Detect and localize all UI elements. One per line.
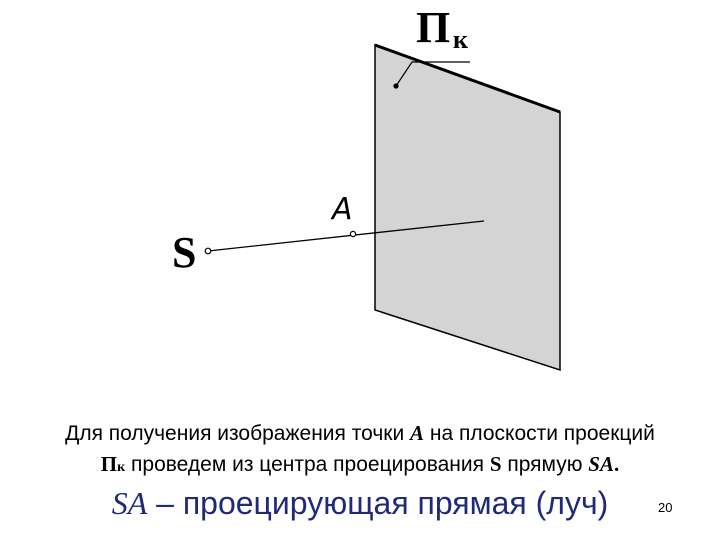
plane-top-edge — [374, 43, 561, 114]
plane-label-leader — [395, 61, 470, 87]
caption-plane: П — [100, 452, 118, 476]
caption-text: Для получения изображения точки — [65, 422, 411, 445]
caption-text: прямую — [501, 453, 589, 476]
point-a-label: A — [330, 192, 353, 227]
caption-line-1: Для получения изображения точки A на пло… — [0, 420, 720, 447]
page-number: 20 — [658, 500, 673, 515]
caption-period: . — [613, 452, 620, 476]
center-s-label: S — [172, 228, 196, 277]
plane-label-subscript: к — [453, 25, 468, 54]
caption-plane-subscript: к — [117, 460, 126, 475]
projecting-ray — [207, 220, 485, 252]
projection-diagram: П к A S — [172, 3, 561, 372]
plane-label: П — [416, 3, 450, 52]
caption-center-s: S — [489, 452, 502, 476]
caption-line-sa: SA — [588, 452, 614, 476]
caption-text: проведем из центра проецирования — [125, 453, 490, 476]
point-a — [349, 230, 357, 238]
leader-dot — [393, 83, 399, 89]
conclusion-text: – проецирующая прямая (луч) — [147, 485, 609, 521]
caption-point-a: A — [410, 421, 425, 445]
projection-plane — [374, 43, 561, 372]
caption-line-2: Пк проведем из центра проецирования S пр… — [0, 451, 720, 481]
center-s-point — [204, 247, 212, 255]
caption-text: на плоскости проекций — [424, 422, 655, 445]
conclusion-statement: SA – проецирующая прямая (луч) — [0, 484, 720, 522]
conclusion-sa: SA — [111, 485, 148, 521]
